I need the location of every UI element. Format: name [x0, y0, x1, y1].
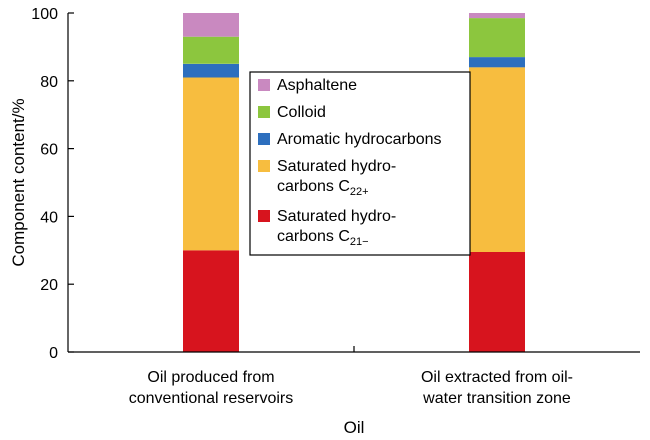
legend-label-line: carbons C [277, 228, 350, 245]
bar-segment-0-3 [183, 36, 239, 64]
y-axis-title: Component content/% [9, 98, 28, 266]
bar-segment-1-1 [469, 67, 525, 252]
legend-label-line: Saturated hydro- [277, 208, 396, 225]
bar-segment-1-3 [469, 18, 525, 58]
legend-label-4: Saturated hydro-carbons C21− [277, 208, 396, 248]
y-tick-label-100: 100 [31, 6, 58, 23]
legend-label-subscript: 22+ [350, 186, 369, 198]
bar-segment-0-2 [183, 63, 239, 78]
legend-label-0: Asphaltene [277, 77, 357, 94]
y-tick-label-20: 20 [40, 277, 58, 294]
legend-label-line: carbons C [277, 178, 350, 195]
legend-label-subscript: 21− [350, 236, 369, 248]
x-tick-label-line: Oil extracted from oil- [421, 369, 573, 386]
legend-label-line: Aromatic hydrocarbons [277, 131, 442, 148]
legend-label-line: Asphaltene [277, 77, 357, 94]
bar-segment-1-2 [469, 57, 525, 68]
y-tick-label-80: 80 [40, 74, 58, 91]
x-tick-label-line: conventional reservoirs [129, 390, 294, 407]
x-tick-label-line: water transition zone [422, 390, 571, 407]
legend-label-line: Colloid [277, 104, 326, 121]
y-tick-label-60: 60 [40, 142, 58, 159]
y-tick-label-0: 0 [49, 345, 58, 362]
bar-segment-0-1 [183, 77, 239, 251]
legend-label-line: Saturated hydro- [277, 158, 396, 175]
legend-label-1: Colloid [277, 104, 326, 121]
x-tick-label-0: Oil produced from conventional reservoirs [129, 369, 294, 407]
x-tick-label-1: Oil extracted from oil-water transition … [421, 369, 573, 407]
y-tick-label-40: 40 [40, 209, 58, 226]
legend-swatch-3 [258, 160, 270, 172]
legend-label-2: Aromatic hydrocarbons [277, 131, 442, 148]
x-tick-label-line: Oil produced from [147, 369, 274, 386]
x-axis-title: Oil [344, 418, 365, 437]
legend-swatch-1 [258, 106, 270, 118]
legend-box [249, 71, 471, 256]
bar-segment-0-4 [183, 13, 239, 37]
legend-swatch-4 [258, 210, 270, 222]
legend-label-3: Saturated hydro-carbons C22+ [277, 158, 396, 198]
legend-swatch-2 [258, 133, 270, 145]
bar-segment-0-0 [183, 250, 239, 352]
bar-segment-1-0 [469, 252, 525, 352]
bar-segment-1-4 [469, 13, 525, 19]
legend-swatch-0 [258, 79, 270, 91]
